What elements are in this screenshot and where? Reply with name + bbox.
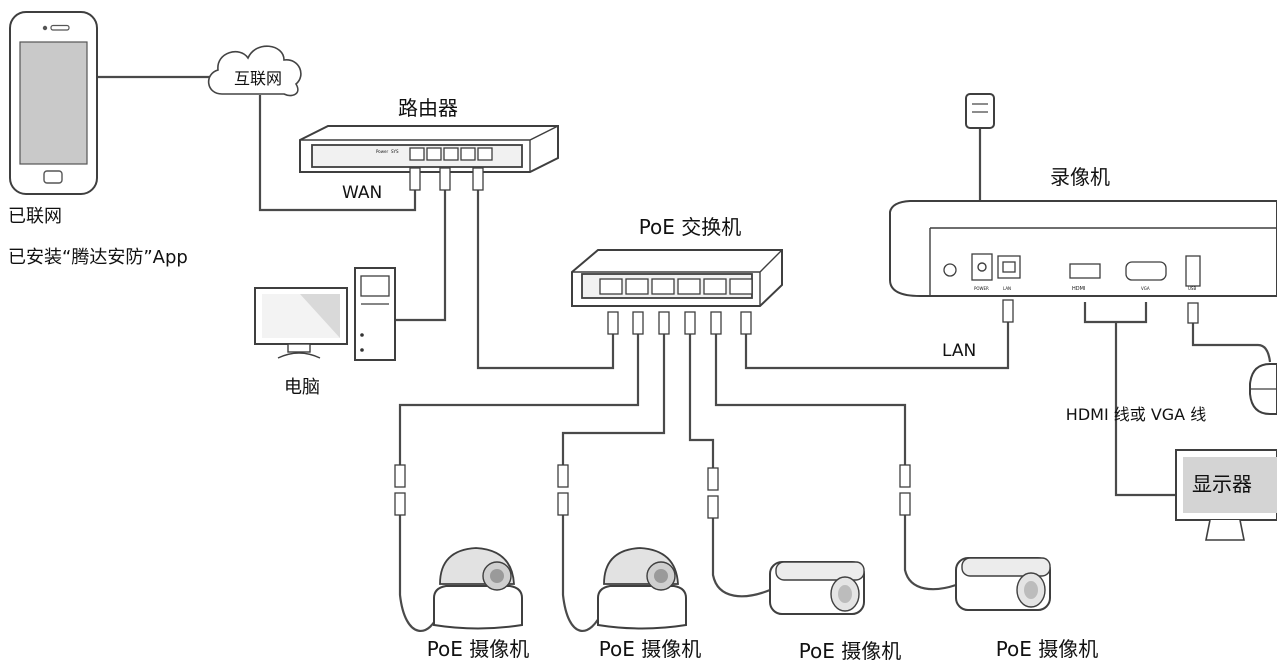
svg-text:POWER: POWER [974,286,989,291]
monitor [1175,449,1277,541]
desktop-pc [254,267,396,361]
dome-camera-2 [597,547,687,630]
bullet-camera-4 [955,557,1051,611]
router: Power SYS [299,125,559,173]
camera-2-label: PoE 摄像机 [599,637,702,661]
svg-text:USB: USB [1188,286,1196,291]
camera-1-label: PoE 摄像机 [427,637,530,661]
svg-text:LAN: LAN [1003,286,1011,291]
smartphone [9,11,98,195]
svg-text:HDMI: HDMI [1072,286,1085,292]
poe-switch-label: PoE 交换机 [639,215,742,239]
mouse-wire [1191,322,1272,363]
svg-text:Power: Power [376,149,388,154]
switch-nvr-wire [744,322,1010,370]
mouse-icon [1249,363,1277,415]
dome-camera-1 [433,547,523,630]
cable-label: HDMI 线或 VGA 线 [1066,405,1206,424]
internet-label: 互联网 [234,69,282,88]
poe-switch [571,249,783,307]
cam4-drop [903,515,957,591]
phone-app-label: 已安装“腾达安防”App [8,247,188,268]
pc-label: 电脑 [284,377,320,398]
internet-cloud-icon [207,45,302,97]
nvr: HDMI VGA USB POWER LAN [889,200,1277,297]
svg-text:VGA: VGA [1141,286,1150,291]
wan-label: WAN [342,183,382,203]
camera-3-label: PoE 摄像机 [799,639,902,663]
monitor-label: 显示器 [1192,472,1252,496]
router-plugs [409,167,484,191]
cam3-drop [711,518,771,598]
lan-label: LAN [942,341,976,361]
cam3-wire [688,334,715,468]
phone-connected-label: 已联网 [8,206,62,227]
nvr-plugs [1002,299,1199,324]
router-switch-wire [476,190,615,370]
nvr-label: 录像机 [1050,165,1110,189]
switch-plugs [607,311,752,335]
wires [97,75,1272,632]
router-label: 路由器 [398,96,458,120]
cam2-wire [561,334,666,465]
svg-text:SYS: SYS [391,149,399,154]
cloud-router-wan-wire [258,95,417,212]
router-pc-wire [395,188,447,322]
cam4-wire [714,334,907,465]
hdmi-vga-wire [1083,302,1176,497]
camera-4-label: PoE 摄像机 [996,637,1099,661]
camera-connectors [394,464,911,519]
cam1-wire [398,334,640,465]
bullet-camera-3 [769,561,865,615]
